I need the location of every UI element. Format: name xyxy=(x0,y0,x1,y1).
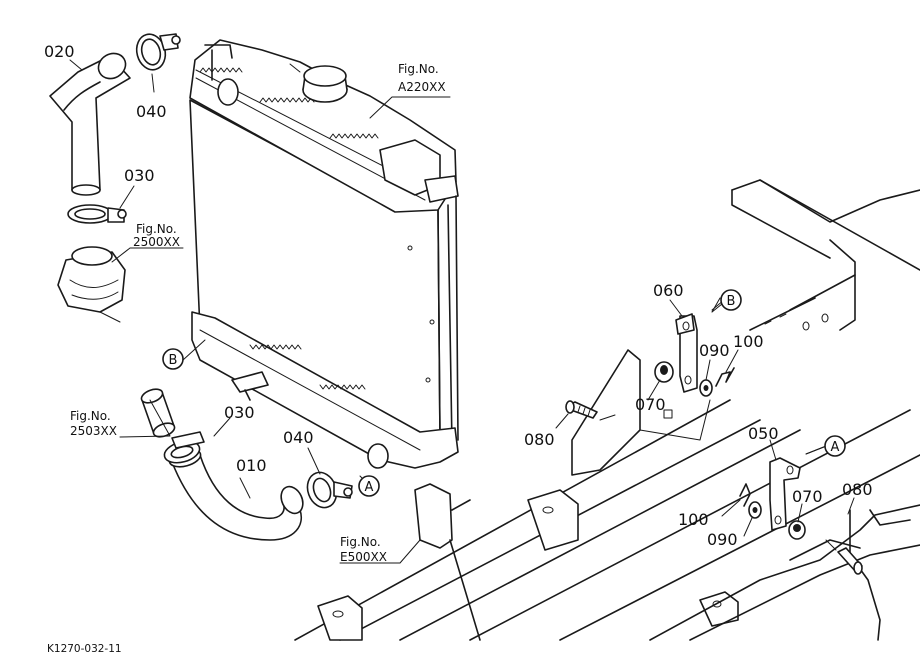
label-040-top: 040 xyxy=(136,102,167,121)
bracket-050 xyxy=(769,457,801,531)
marker-a-bracket: A xyxy=(831,440,840,455)
nut-070-lower xyxy=(788,520,806,540)
hose-clamp-030-lower xyxy=(163,431,205,464)
label-040-bottom: 040 xyxy=(283,428,314,447)
label-020: 020 xyxy=(44,42,75,61)
label-100-lower: 100 xyxy=(678,510,709,529)
clip-100-upper xyxy=(715,367,735,387)
drawing-code: K1270-032-11 xyxy=(47,643,122,655)
label-030-bottom: 030 xyxy=(224,403,255,422)
bolt-080-upper xyxy=(565,400,598,419)
hose-clamp-040-top xyxy=(135,33,181,71)
washer-090-lower xyxy=(748,501,762,519)
marker-a-hose: A xyxy=(365,480,374,495)
marker-b-left: B xyxy=(169,353,178,368)
ref-2500-line2: 2500XX xyxy=(133,235,180,249)
label-070-lower: 070 xyxy=(792,487,823,506)
label-090-upper: 090 xyxy=(699,341,730,360)
hose-clamp-040-lower xyxy=(306,471,353,509)
ref-2503-line1: Fig.No. xyxy=(70,409,111,423)
ref-a220-line1: Fig.No. xyxy=(398,62,439,76)
washer-090-upper xyxy=(699,379,713,397)
label-010: 010 xyxy=(236,456,267,475)
bolt-080-lower xyxy=(825,539,863,575)
label-090-lower: 090 xyxy=(707,530,738,549)
label-060: 060 xyxy=(653,281,684,300)
frame-rails xyxy=(294,179,920,641)
label-100-upper: 100 xyxy=(733,332,764,351)
upper-hose-020 xyxy=(49,52,131,196)
part-labels: 020 040 030 030 010 040 060 090 100 070 … xyxy=(44,42,873,549)
radiator xyxy=(189,39,459,469)
label-080-lower: 080 xyxy=(842,480,873,499)
label-070-upper: 070 xyxy=(635,395,666,414)
ref-e500-line1: Fig.No. xyxy=(340,535,381,549)
bracket-060 xyxy=(675,313,698,393)
water-pump-part xyxy=(57,246,126,323)
label-050: 050 xyxy=(748,424,779,443)
figure-references: Fig.No. A220XX Fig.No. 2500XX Fig.No. 25… xyxy=(70,62,446,564)
ref-a220-line2: A220XX xyxy=(398,80,446,94)
ref-2500-line1: Fig.No. xyxy=(136,222,177,236)
ref-e500-line2: E500XX xyxy=(340,550,387,564)
nut-070-upper xyxy=(654,361,674,383)
label-030-top: 030 xyxy=(124,166,155,185)
clip-100-lower xyxy=(739,483,751,507)
pipe-2503 xyxy=(140,388,176,438)
label-080-upper: 080 xyxy=(524,430,555,449)
circle-markers: B A B A xyxy=(162,289,846,497)
marker-b-bracket: B xyxy=(727,294,736,309)
hose-clamp-030-top xyxy=(67,204,127,224)
ref-2503-line2: 2503XX xyxy=(70,424,117,438)
